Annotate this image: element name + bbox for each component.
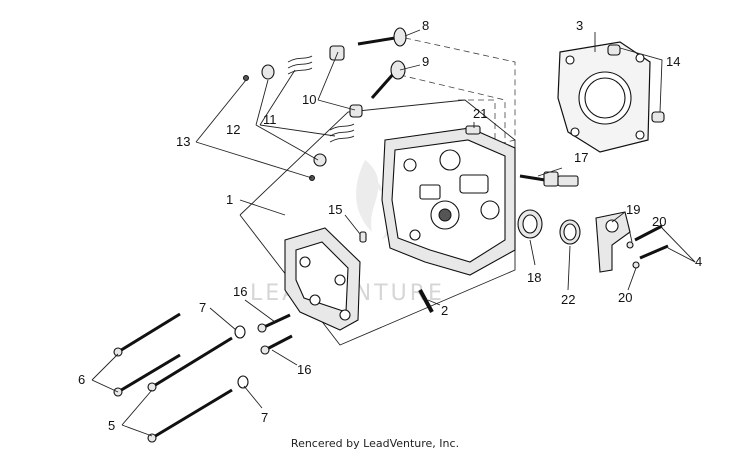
retainer-part bbox=[243, 45, 363, 181]
callout-16a: 16 bbox=[233, 284, 247, 299]
callout-21: 21 bbox=[473, 106, 487, 121]
cap-screw-part bbox=[257, 313, 293, 355]
callout-20a: 20 bbox=[652, 214, 666, 229]
callout-6: 6 bbox=[78, 372, 85, 387]
thermostat-part bbox=[517, 209, 581, 245]
callout-15: 15 bbox=[328, 202, 342, 217]
credit-line: Rencered by LeadVenture, Inc. bbox=[290, 437, 460, 450]
valve-spring-part bbox=[287, 55, 355, 143]
dowel-pin-part bbox=[607, 44, 665, 123]
callout-20b: 20 bbox=[618, 290, 632, 305]
callout-7a: 7 bbox=[199, 300, 206, 315]
callout-9: 9 bbox=[422, 54, 429, 69]
callout-17: 17 bbox=[574, 150, 588, 165]
callout-2: 2 bbox=[441, 303, 448, 318]
thermostat-housing-part bbox=[595, 211, 631, 273]
assembly-outline bbox=[239, 37, 516, 346]
callout-22: 22 bbox=[561, 292, 575, 307]
cam-carrier-part bbox=[284, 227, 361, 331]
callout-11: 11 bbox=[263, 112, 277, 127]
head-bolt-part bbox=[113, 312, 249, 443]
callout-labels: 1 2 3 4 5 6 7 7 8 9 10 11 12 13 14 15 16… bbox=[78, 18, 702, 433]
temperature-sensor-part bbox=[519, 171, 579, 187]
plug-part bbox=[465, 125, 481, 135]
callout-8: 8 bbox=[422, 18, 429, 33]
callout-3: 3 bbox=[576, 18, 583, 33]
callout-7b: 7 bbox=[261, 410, 268, 425]
callout-19: 19 bbox=[626, 202, 640, 217]
callout-12: 12 bbox=[226, 122, 240, 137]
housing-bolt-part bbox=[626, 224, 669, 269]
callout-4: 4 bbox=[695, 254, 702, 269]
callout-18: 18 bbox=[527, 270, 541, 285]
callout-5: 5 bbox=[108, 418, 115, 433]
callout-16b: 16 bbox=[297, 362, 311, 377]
cylinder-head-part bbox=[381, 127, 516, 276]
callout-1: 1 bbox=[226, 192, 233, 207]
valve-part bbox=[357, 27, 407, 99]
watermark-flame-icon bbox=[356, 160, 400, 240]
callout-leader-lines bbox=[91, 29, 696, 437]
callout-14: 14 bbox=[666, 54, 680, 69]
pin-part bbox=[359, 231, 434, 313]
callout-13: 13 bbox=[176, 134, 190, 149]
head-gasket-part bbox=[557, 41, 651, 153]
callout-10: 10 bbox=[302, 92, 316, 107]
